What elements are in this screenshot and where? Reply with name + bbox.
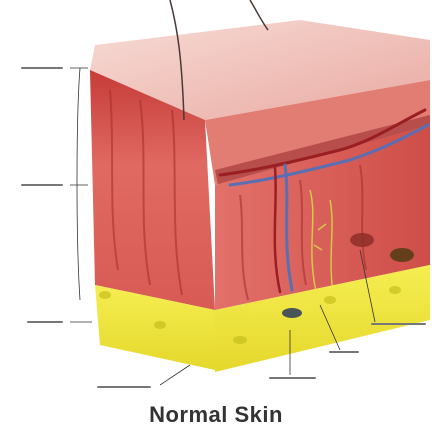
- gland-dark: [390, 248, 414, 262]
- fat-vessel-cut: [282, 308, 302, 318]
- sweat-gland: [350, 233, 374, 247]
- figure-caption: Normal Skin: [0, 402, 432, 428]
